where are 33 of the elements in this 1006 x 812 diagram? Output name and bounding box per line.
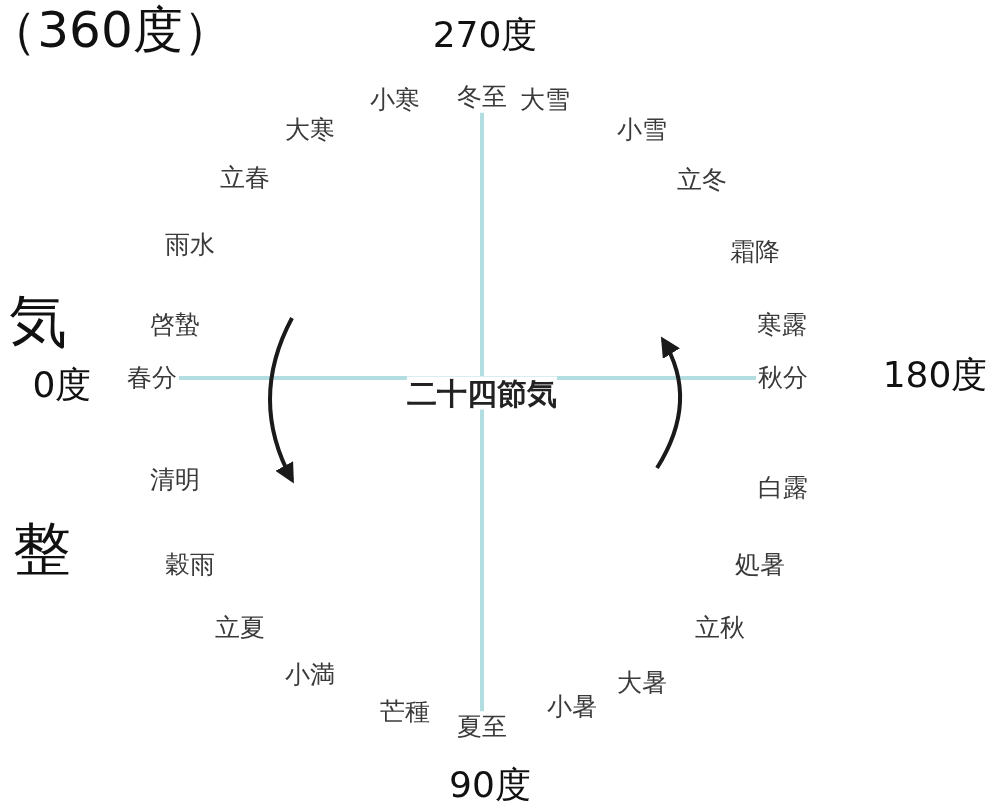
solar-term-label: 大寒 [285,116,335,144]
solar-term-label: 芒種 [380,698,430,726]
solar-term-label: 立夏 [215,614,265,642]
degree-label: 180度 [882,355,988,395]
degree-label: 270度 [432,15,538,55]
axis-line [480,112,484,712]
solar-term-label: 小寒 [370,86,420,114]
solar-term-label: 処暑 [735,551,785,579]
solar-term-label: 霜降 [730,238,780,266]
solar-term-label: 立秋 [695,614,745,642]
degree-label: （360度） [0,2,233,58]
solar-term-label: 夏至 [457,713,507,741]
diagram-title: 二十四節気 [407,376,557,410]
solar-term-label: 雨水 [165,231,215,259]
text-fragment: 気 [9,290,67,354]
solar-term-label: 小暑 [547,693,597,721]
solar-term-label: 冬至 [457,83,507,111]
solar-term-label: 立冬 [677,166,727,194]
solar-term-label: 白露 [758,474,808,502]
solar-term-label: 啓蟄 [150,311,200,339]
solar-term-label: 小雪 [617,116,667,144]
solar-term-label: 春分 [127,364,177,392]
solar-term-label: 小満 [285,661,335,689]
degree-label: 0度 [32,365,92,405]
solar-term-label: 寒露 [757,311,807,339]
solar-term-label: 大暑 [617,669,667,697]
solar-term-label: 清明 [150,466,200,494]
degree-label: 90度 [449,765,531,805]
solar-term-label: 秋分 [758,364,808,392]
solar-term-label: 穀雨 [165,551,215,579]
solar-term-label: 立春 [220,164,270,192]
text-fragment: 整 [13,518,71,582]
solar-term-label: 大雪 [520,86,570,114]
